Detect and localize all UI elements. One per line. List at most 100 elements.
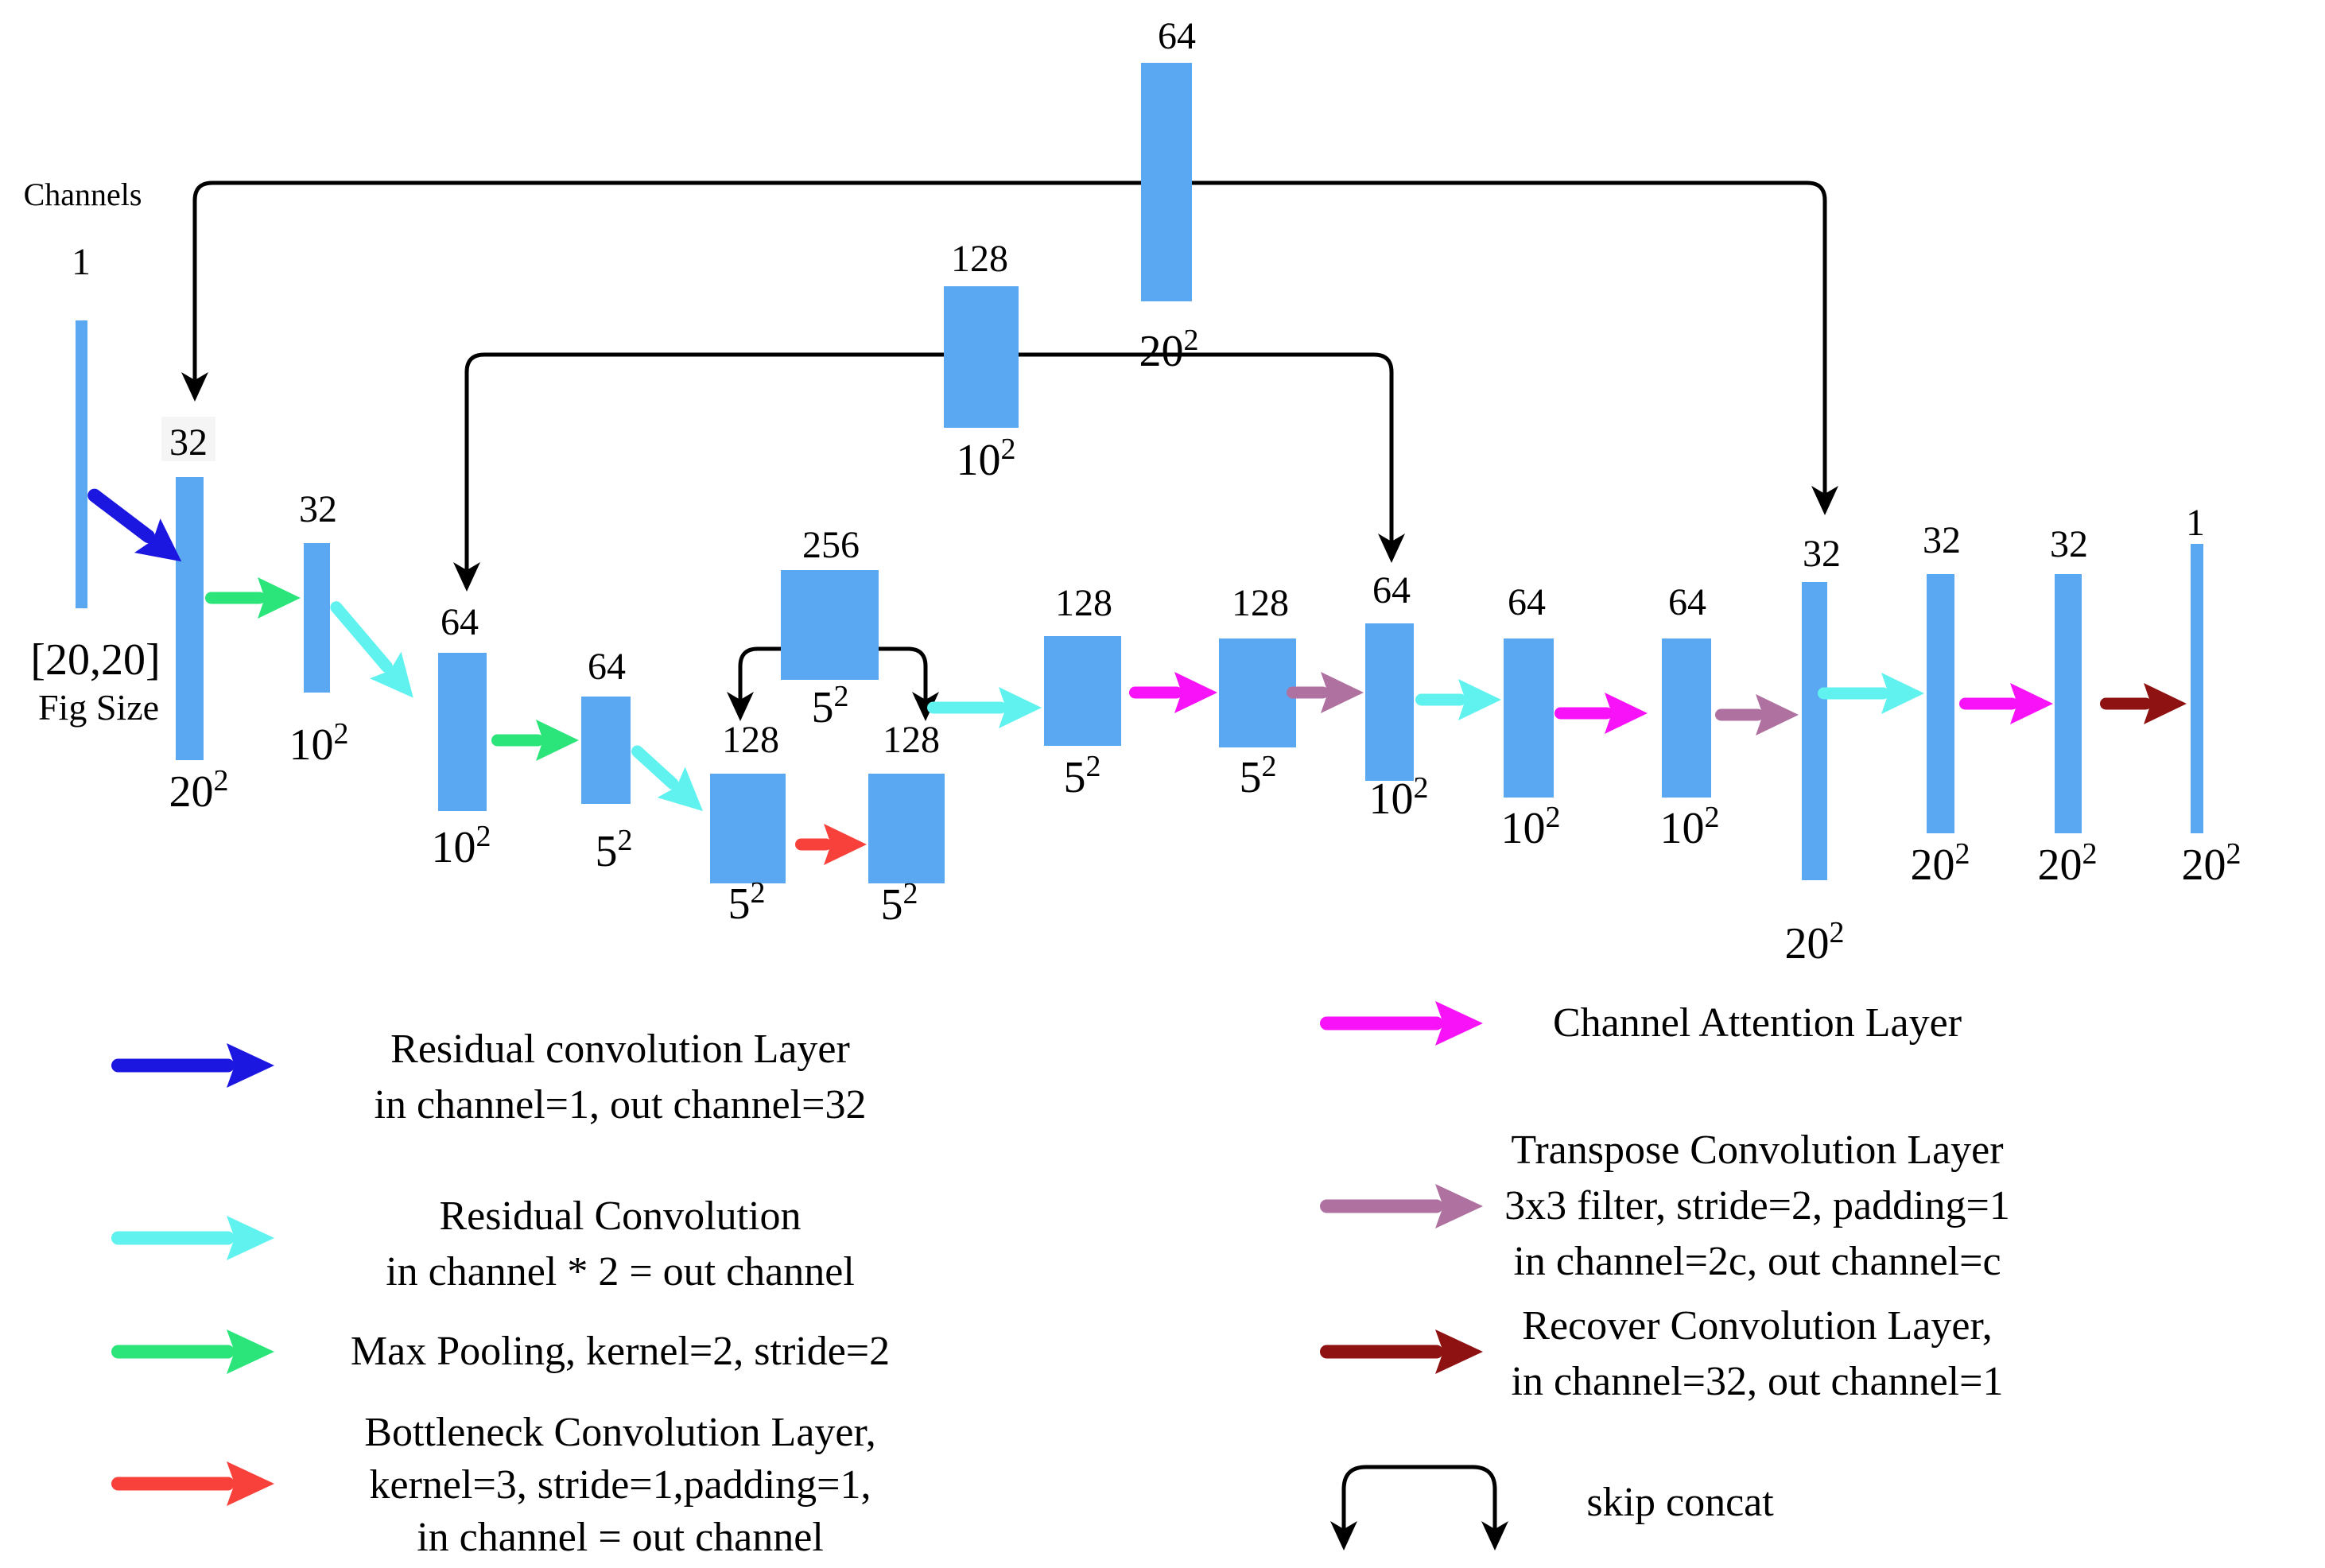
channel-label: 32 [2050,523,2088,565]
legend-left: Residual convolution Layer in channel=1,… [111,1027,890,1560]
channel-label: 32 [1923,519,1961,561]
input-tensor-bar [76,320,87,608]
channel-label: 64 [1372,569,1411,611]
residual-conv-arrow-4 [1415,679,1501,720]
arrow-head-icon [657,767,704,812]
skip-concat-symbol-icon [1330,1465,1508,1551]
skip-arrowhead-icon [1481,1521,1508,1551]
residual-conv-init-arrow-icon [111,1043,274,1088]
size-label: 102 [957,433,1016,485]
channel-label: 64 [588,646,626,688]
legend-text: Max Pooling, kernel=2, stride=2 [351,1329,890,1374]
legend-text: 3x3 filter, stride=2, padding=1 [1504,1183,2010,1228]
max-pooling-arrow-1 [205,577,301,619]
input-size-value: [20,20] [30,635,160,685]
feature-map-bars [76,63,2203,883]
legend-text: in channel=32, out channel=1 [1512,1359,2004,1404]
legend-text: in channel=1, out channel=32 [375,1082,867,1127]
channel-label: 1 [2186,502,2205,544]
skip-arrowhead-icon [727,692,754,721]
dec32c-bar [2055,574,2082,833]
legend-text: Residual convolution Layer [390,1027,850,1072]
skip-arrowhead-icon [181,372,208,402]
enc64a-bar [438,653,487,811]
channel-label: 128 [883,719,940,761]
channel-attention-arrow-3 [1959,683,2053,724]
channel-attention-arrow-2 [1555,693,1648,734]
size-label: 102 [432,820,491,872]
transpose-conv-arrow-icon [1320,1184,1483,1228]
arrow-shaft [631,745,679,790]
transpose-conv-arrow-2 [1715,694,1799,735]
residual-conv-arrow-5 [1818,673,1924,714]
arrow-shaft [111,1058,235,1073]
legend-text: in channel = out channel [417,1515,824,1560]
skip64-bar [1141,63,1192,301]
legend-text: Bottleneck Convolution Layer, [364,1410,875,1455]
residual-conv-init-arrow [87,488,182,562]
arrow-shaft [111,1477,235,1491]
arrow-head-icon [1435,1001,1483,1046]
arrow-shaft [87,488,155,544]
arrow-shaft [2100,697,2152,710]
skip-arrowhead-icon [912,692,939,721]
size-label: 202 [1139,324,1199,376]
arrow-head-icon [824,824,867,865]
arrow-shaft [330,601,393,673]
dec64b-bar [1504,638,1554,798]
arrow-shaft [1320,1199,1443,1213]
arrow-head-icon [1881,673,1924,714]
channel-label: 128 [722,719,779,761]
arrow-head-icon [1174,672,1217,713]
arrow-shaft [1818,687,1889,700]
enc128a-bar [710,774,786,883]
arrow-shaft [205,592,266,604]
legend-text: Transpose Convolution Layer [1511,1127,2003,1173]
max-pooling-arrow-2 [491,720,579,761]
size-label: 102 [1660,801,1720,853]
arrow-head-icon [227,1216,274,1260]
channel-label: 256 [802,524,860,566]
arrow-shaft [111,1231,235,1245]
channel-attention-arrow-1 [1129,672,1217,713]
size-label: 202 [1785,916,1845,968]
size-label: 102 [1369,771,1429,824]
arrow-shaft [1320,1345,1443,1359]
recover-conv-arrow-icon [1320,1329,1483,1374]
arrow-shaft [111,1345,235,1359]
legend-text: in channel * 2 = out channel [386,1249,855,1294]
skip-connection-line-mid [453,352,1405,592]
legend-text: Residual Convolution [440,1193,802,1239]
size-label: 202 [2182,837,2242,890]
arrow-shaft [1415,693,1466,706]
skip-connection-line-top [181,180,1838,515]
channel-labels: 32 32 64 64 128 128 256 128 64 128 128 6… [169,15,2205,761]
size-label: 202 [169,764,229,817]
legend-text: in channel=2c, out channel=c [1513,1239,2001,1284]
arrow-head-icon [1321,672,1364,713]
skip-arc-left [738,646,781,708]
arrow-head-icon [1756,694,1799,735]
dec128a-bar [1044,636,1121,746]
bottleneck-conv-arrow-icon [111,1461,274,1506]
arrow-head-icon [1435,1329,1483,1374]
channel-label: 128 [1055,582,1112,624]
size-label: 102 [1501,801,1561,853]
channel-label: 64 [441,601,479,643]
arrow-shaft [1320,1016,1443,1030]
residual-conv-arrow-icon [111,1216,274,1260]
skip-arrowhead-icon [1811,486,1838,515]
arrow-shaft [795,838,832,851]
size-label: 202 [2038,837,2098,890]
channel-label: 128 [1232,582,1289,624]
arrow-shaft [1287,686,1329,699]
legend-text: Channel Attention Layer [1553,1000,1962,1046]
arrow-head-icon [1458,679,1501,720]
arrow-shaft [491,734,544,747]
channel-label: 32 [169,421,208,464]
fig-size-caption: Fig Size [38,687,159,728]
skip128-bar [944,286,1019,428]
channel-label: 32 [299,488,337,530]
arrow-shaft [1555,707,1613,720]
